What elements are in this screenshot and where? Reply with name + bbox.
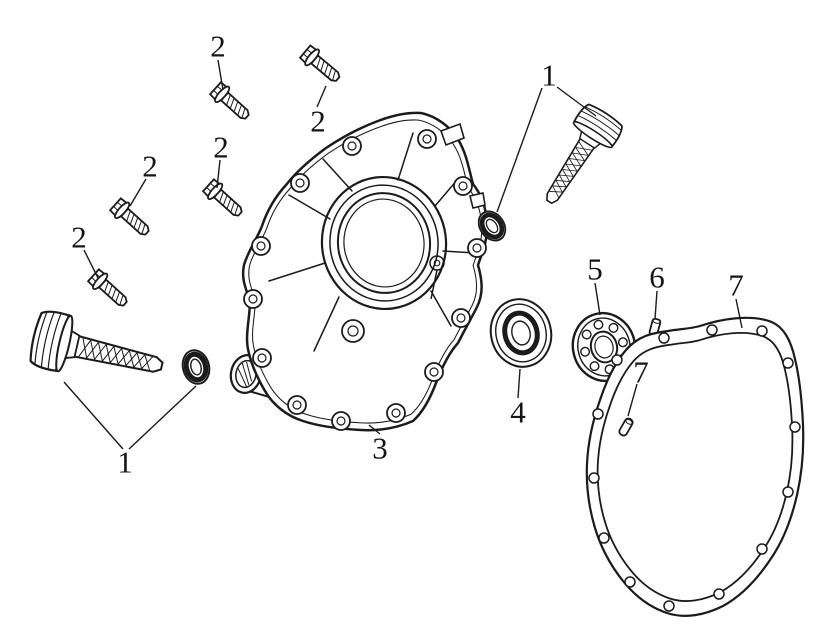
flange-bolt-1 [207, 79, 255, 126]
callouts: 1 2 2 2 2 2 1 3 4 5 6 7 7 [71, 29, 744, 480]
gasket [585, 316, 805, 617]
leader-line [63, 381, 197, 450]
flange-bolt-2 [297, 43, 346, 88]
gasket-inner-edge [596, 331, 794, 602]
leader-line [316, 85, 327, 108]
callout-2-bolt-upper-right: 2 [310, 104, 326, 139]
callout-7-gasket: 7 [728, 268, 744, 303]
cover-shaft-detail [429, 255, 445, 300]
leader-line [517, 368, 521, 399]
cover-bore [320, 175, 448, 311]
gasket-outline [585, 316, 805, 617]
leader-lines [63, 59, 743, 450]
leader-line [129, 178, 147, 207]
cover-lugs [439, 122, 486, 209]
seal-washer-left [179, 347, 213, 387]
leader-line [496, 86, 597, 213]
callout-2-bolt-lower-left: 2 [71, 220, 87, 255]
callout-1-dipstick-right: 1 [541, 58, 557, 93]
callout-4-oil-seal: 4 [510, 395, 526, 430]
leader-line [654, 290, 658, 320]
callout-3-crankcase-cover: 3 [372, 431, 388, 466]
crankcase-cover [229, 111, 489, 432]
cover-bolt-bosses [243, 129, 487, 431]
gasket-pin [618, 417, 634, 437]
leader-line [217, 59, 224, 91]
callout-2-bolt-mid: 2 [213, 130, 229, 165]
oil-seal [489, 298, 553, 368]
cover-ribs [268, 132, 476, 352]
drain-plug-left [26, 307, 170, 396]
callout-2-bolt-mid-left: 2 [142, 149, 158, 184]
bearing-balls [580, 319, 628, 375]
flange-bolt-4 [200, 176, 248, 223]
leader-line [735, 298, 743, 329]
callout-7-gasket-pin: 7 [633, 355, 649, 390]
callout-1-drain-plug-left: 1 [117, 445, 133, 480]
callout-2-bolt-top: 2 [210, 29, 226, 64]
flange-bolt-5 [85, 266, 133, 313]
callout-5-ball-bearing: 5 [587, 252, 603, 287]
dipstick-right [529, 100, 627, 216]
leader-line [83, 249, 99, 279]
cover-oil-boss [341, 319, 365, 343]
leader-line [368, 424, 381, 435]
leader-line [627, 383, 638, 417]
gasket-bolt-holes [588, 324, 801, 612]
callout-6-dowel-pin: 6 [649, 260, 665, 295]
leader-line [216, 159, 221, 189]
leader-line [594, 282, 601, 316]
